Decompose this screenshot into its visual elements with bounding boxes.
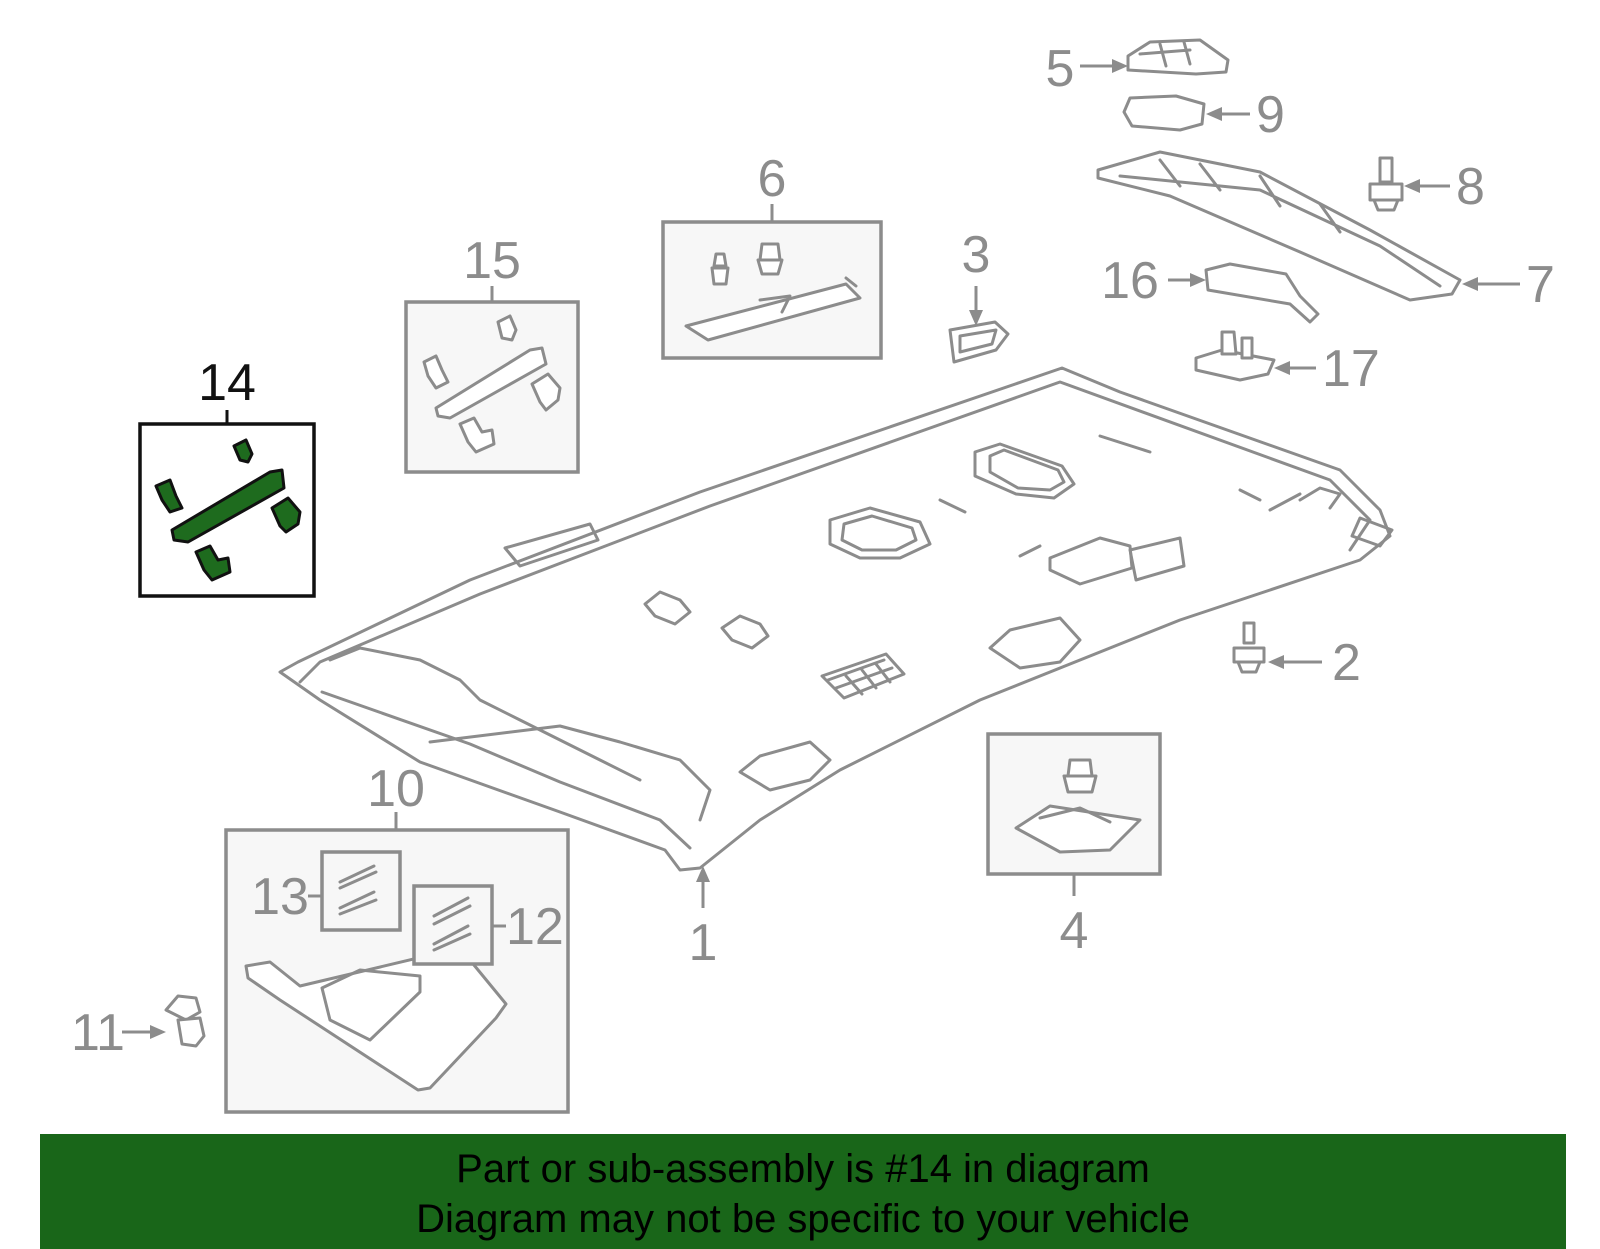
clip-13[interactable]	[338, 864, 378, 916]
headliner-panel[interactable]	[278, 366, 1394, 872]
grab-handle-14[interactable]	[154, 438, 302, 582]
grab-handle-15[interactable]	[422, 314, 562, 454]
callout-1: 1	[689, 914, 718, 972]
rail-6[interactable]	[684, 242, 862, 342]
callout-5: 5	[1046, 40, 1075, 98]
callout-16: 16	[1101, 252, 1159, 310]
visor-clip-11[interactable]	[164, 994, 206, 1048]
bolt-2[interactable]	[1232, 621, 1266, 674]
bracket-3[interactable]	[948, 320, 1010, 364]
banner-line-1: Part or sub-assembly is #14 in diagram	[456, 1147, 1150, 1191]
callout-13: 13	[251, 868, 309, 926]
callout-15: 15	[463, 232, 521, 290]
callout-box-4	[986, 732, 1162, 876]
callout-4: 4	[1060, 902, 1089, 960]
info-banner: Part or sub-assembly is #14 in diagram D…	[40, 1134, 1566, 1249]
callout-8: 8	[1456, 158, 1485, 216]
bracket-16[interactable]	[1204, 262, 1320, 324]
clip-plate-17[interactable]	[1194, 330, 1276, 382]
bolt-8[interactable]	[1368, 156, 1404, 212]
callout-2: 2	[1332, 634, 1361, 692]
callout-17: 17	[1322, 340, 1380, 398]
callout-3: 3	[962, 226, 991, 284]
sun-visor-10[interactable]	[244, 946, 508, 1092]
callout-6: 6	[758, 150, 787, 208]
clip-4[interactable]	[1014, 758, 1142, 854]
banner-line-2: Diagram may not be specific to your vehi…	[416, 1197, 1190, 1241]
callout-11: 11	[71, 1004, 125, 1062]
pad-9[interactable]	[1122, 94, 1206, 132]
callout-numbers: 1 2 3 4 5 6 7 8 9 10 11 12 13 14 15 16 1…	[71, 40, 1555, 1062]
callout-box-13	[320, 850, 402, 932]
clip-12[interactable]	[432, 896, 472, 952]
callout-7: 7	[1526, 256, 1555, 314]
leaders	[122, 59, 1520, 1039]
trim-5[interactable]	[1126, 38, 1230, 76]
rail-trim-7[interactable]	[1096, 150, 1462, 302]
callout-12: 12	[506, 898, 564, 956]
callout-box-12	[412, 884, 494, 966]
callout-14: 14	[198, 354, 256, 412]
callout-10: 10	[367, 760, 425, 818]
callout-9: 9	[1256, 86, 1285, 144]
